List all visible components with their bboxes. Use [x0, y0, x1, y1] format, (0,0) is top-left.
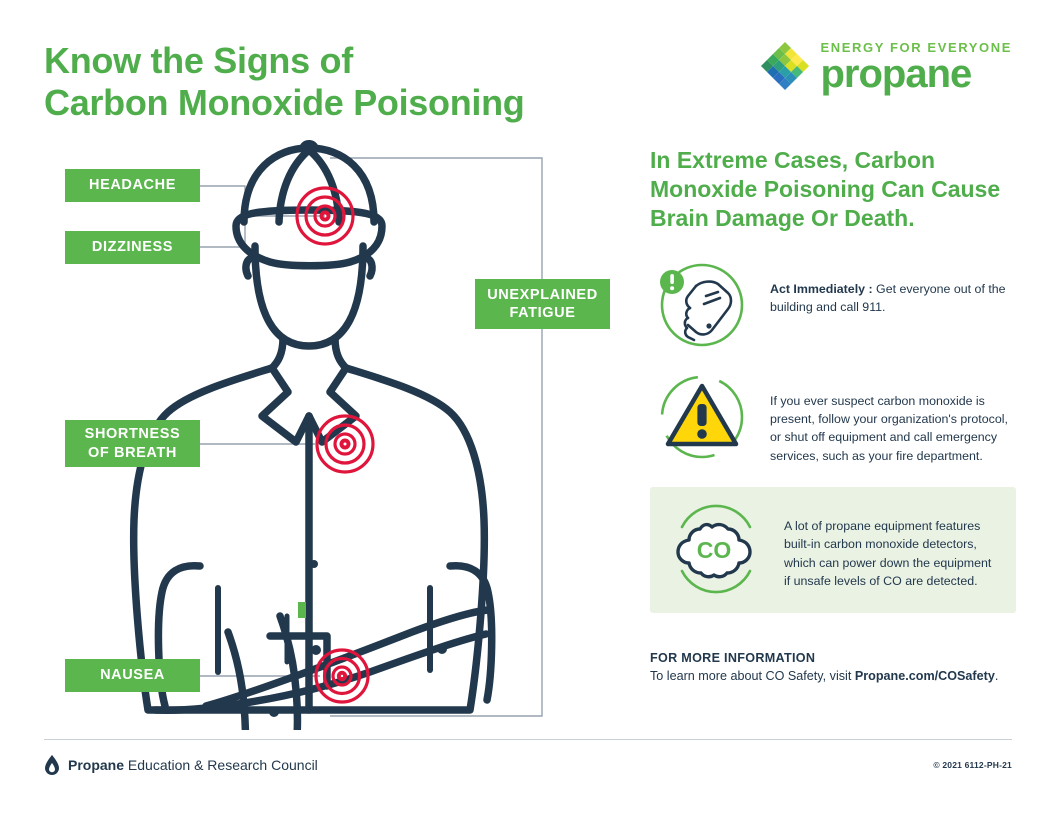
callout-suspect-co-text: If you ever suspect carbon monoxide is p… [770, 393, 1008, 463]
callout-suspect-co: If you ever suspect carbon monoxide is p… [650, 372, 1016, 465]
footer-copyright: © 2021 6112-PH-21 [933, 760, 1012, 770]
symptom-tag-dizziness: DIZZINESS [65, 231, 200, 264]
shirt-buttons [269, 560, 447, 717]
more-information-text: To learn more about CO Safety, visit [650, 669, 855, 684]
callout-lead: Act Immediately : [770, 281, 873, 296]
neck-right [331, 334, 350, 372]
logo-tagline: ENERGY FOR EVERYONE [820, 40, 1012, 55]
warning-triangle-icon [660, 375, 744, 458]
arm-right-outer [446, 561, 496, 704]
collar-left [258, 364, 313, 446]
co-safety-link[interactable]: Propane.com/COSafety [854, 669, 995, 684]
callout-act-immediately-text: Act Immediately : Get everyone out of th… [770, 260, 1016, 317]
connector-fatigue-bottom [330, 329, 543, 717]
cap-brim [232, 206, 386, 270]
more-information-period: . [994, 669, 999, 684]
footer-org-rest: Education & Research Council [124, 757, 318, 773]
target-marker-head [295, 186, 355, 246]
page-title: Know the Signs of Carbon Monoxide Poison… [44, 40, 525, 124]
footer-divider [44, 739, 1012, 740]
symptom-tag-headache: HEADACHE [65, 169, 200, 202]
more-information-body: To learn more about CO Safety, visit Pro… [650, 667, 1016, 685]
callout-text: Get everyone out of the building and cal… [770, 281, 1006, 314]
logo-text: ENERGY FOR EVERYONE propane [820, 40, 1013, 96]
face [251, 242, 367, 350]
co-cloud-label: CO [697, 537, 732, 563]
connector-fatigue-top [330, 157, 543, 279]
target-marker-chest [315, 414, 375, 474]
callout-co-detectors-panel: CO A lot of propane equipment features b… [650, 487, 1016, 614]
neck-left [268, 334, 287, 372]
target-marker-abdomen [314, 648, 370, 704]
cuff-right [276, 612, 302, 730]
more-information: FOR MORE INFORMATION To learn more about… [650, 649, 1016, 686]
callout-co-detectors-text: A lot of propane equipment features buil… [784, 519, 992, 589]
symptom-tag-unexplained-fatigue: UNEXPLAINED FATIGUE [475, 279, 610, 329]
more-information-heading: FOR MORE INFORMATION [650, 651, 816, 666]
cuff-left [224, 628, 250, 730]
forearm-lower [151, 630, 490, 714]
footer-org: Propane Education & Research Council [44, 754, 318, 776]
footer-org-name: Propane Education & Research Council [68, 757, 318, 773]
symptom-tag-nausea: NAUSEA [65, 659, 200, 692]
logo-wordmark: propane [820, 52, 973, 96]
phone-alert-icon [660, 263, 744, 346]
co-cloud-icon: CO [676, 504, 752, 594]
propane-diamond-icon [760, 42, 809, 91]
footer-org-bold: Propane [68, 757, 125, 773]
right-column: In Extreme Cases, Carbon Monoxide Poison… [650, 146, 1016, 686]
propane-logo: ENERGY FOR EVERYONE propane [759, 40, 1013, 96]
callout-act-immediately: Act Immediately : Get everyone out of th… [650, 260, 1016, 350]
worker-illustration [129, 140, 543, 730]
symptom-diagram: HEADACHE DIZZINESS SHORTNESS OF BREATH N… [40, 140, 620, 730]
symptom-tag-shortness-of-breath: SHORTNESS OF BREATH [65, 420, 200, 467]
extreme-cases-headline: In Extreme Cases, Carbon Monoxide Poison… [650, 147, 1001, 232]
flame-icon [45, 755, 59, 775]
